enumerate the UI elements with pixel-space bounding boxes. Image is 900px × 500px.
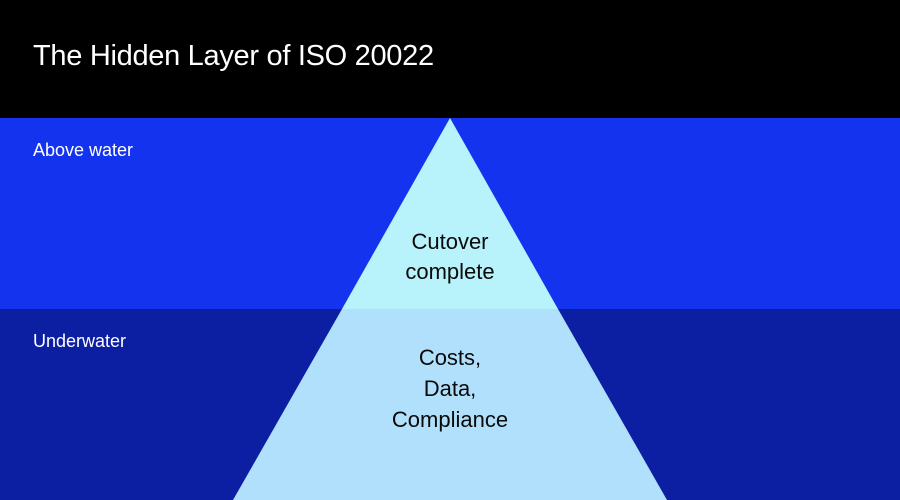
header-bar: The Hidden Layer of ISO 20022: [0, 0, 900, 118]
iceberg-base: [233, 309, 667, 500]
base-line: Costs,: [418, 345, 482, 370]
iceberg-base-text: Costs, Data, Compliance: [330, 342, 570, 435]
slide-title: The Hidden Layer of ISO 20022: [33, 40, 434, 72]
base-line: Data,: [423, 376, 477, 401]
iceberg-tip: [342, 118, 558, 309]
base-line: Compliance: [391, 407, 509, 432]
tip-line: complete: [405, 259, 495, 284]
above-water-label: Above water: [33, 140, 134, 160]
tip-line: Cutover: [411, 229, 489, 254]
iceberg-tip-text: Cutover complete: [350, 227, 550, 287]
underwater-label: Underwater: [33, 331, 127, 351]
